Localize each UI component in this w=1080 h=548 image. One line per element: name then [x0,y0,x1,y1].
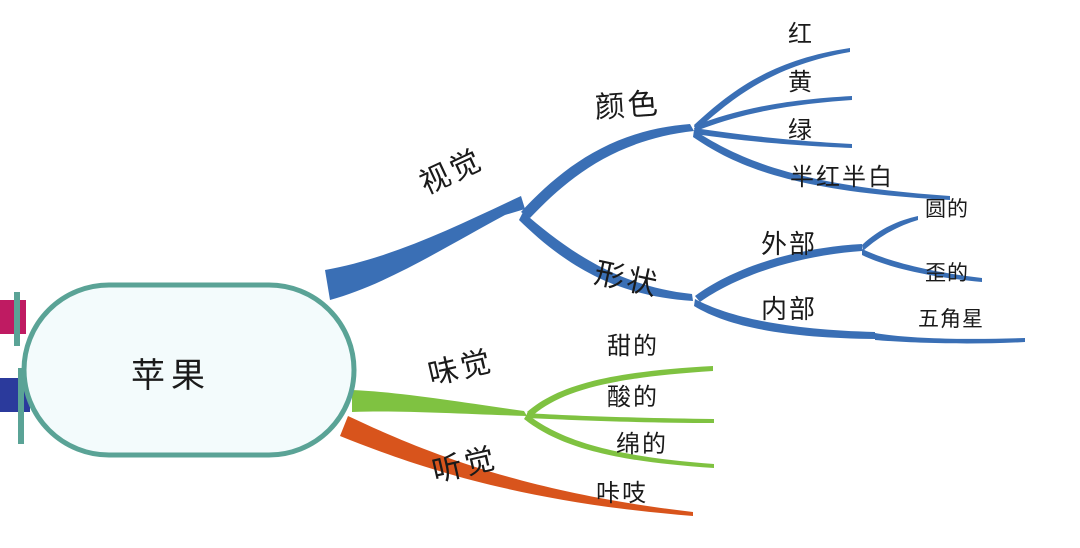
leaf-label-crunch: 咔吱 [596,479,648,507]
leaf-label-round: 圆的 [925,197,969,221]
leaf-label-yellow: 黄 [788,68,814,96]
leaf-line-red [694,48,850,130]
branch-path-color [521,124,694,218]
leaf-label-sweet: 甜的 [607,332,659,360]
leaf-label-crooked: 歪的 [925,261,969,285]
branch-stub-magenta [0,300,26,334]
leaf-label-mealy: 绵的 [616,430,668,458]
branch-stub-navy [0,378,30,412]
leaf-label-half-red-half-white: 半红半白 [790,163,894,191]
leaf-line-crooked [862,249,982,282]
branch-path-interior [694,299,875,339]
sub-label-interior: 内部 [761,295,818,325]
leaf-line-yellow [694,96,852,131]
branch-path-taste [352,390,527,416]
leaf-line-five-pointed-star [875,333,1025,344]
branch-label-color: 颜色 [593,86,662,126]
leaf-label-green: 绿 [788,116,814,144]
central-node-text: 苹果 [131,356,211,396]
leaf-line-sweet [527,366,713,417]
leaf-line-half-red-half-white [693,130,950,200]
leaf-line-mealy [524,414,714,468]
central-node-left-tick-lower [18,368,24,444]
leaf-label-red: 红 [788,20,814,48]
sub-label-exterior: 外部 [761,230,818,260]
leaf-label-five-pointed-star: 五角星 [918,307,984,331]
leaf-line-green [694,128,852,148]
leaf-line-sour [527,413,714,423]
branch-path-vision [325,196,525,300]
leaf-line-round [862,216,918,251]
branch-path-exterior [695,244,862,302]
central-node-left-tick-upper [14,292,20,346]
leaf-label-sour: 酸的 [607,383,659,411]
branch-path-shape [519,212,693,301]
